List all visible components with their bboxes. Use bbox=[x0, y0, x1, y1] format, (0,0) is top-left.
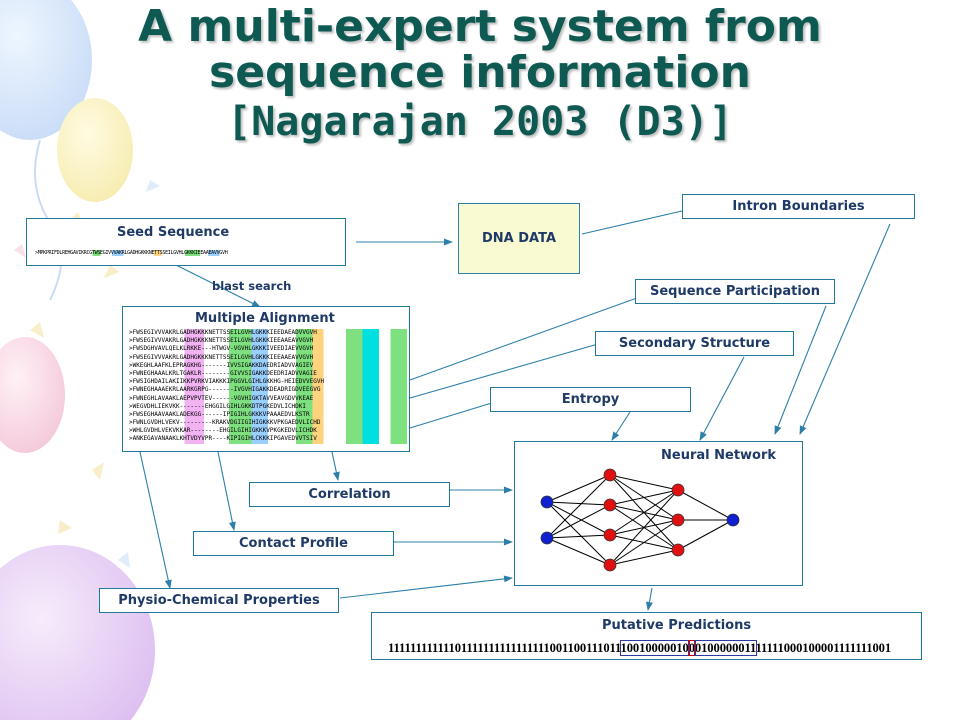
sequence-participation-box: Sequence Participation bbox=[635, 279, 835, 304]
alignment-row: >FWSEGIVVVAKRLGADHGKKKNETTSSEILGVHLGKKKI… bbox=[129, 337, 407, 346]
sequence-participation-label: Sequence Participation bbox=[650, 284, 820, 299]
alignment-row: >FWNEGHLAVAAKLAEPVPVTEV------VGVHIGKTAVV… bbox=[129, 394, 407, 403]
nn-connection bbox=[609, 549, 679, 566]
physio-chemical-label: Physio-Chemical Properties bbox=[118, 593, 320, 608]
nn-connection bbox=[546, 504, 611, 539]
intron-boundaries-box: Intron Boundaries bbox=[682, 194, 915, 219]
alignment-row: >FWNEGHAAALKRLTGAKLR--------GIVVSIGAKKDE… bbox=[129, 369, 407, 379]
secondary-structure-label: Secondary Structure bbox=[618, 336, 771, 351]
nn-connection bbox=[546, 537, 611, 566]
physio-chemical-box: Physio-Chemical Properties bbox=[99, 588, 339, 613]
seed-sequence-text: >MPKPRIFDLREHGAVIKRCGTWSEGIVVVAKRLGADHGK… bbox=[35, 250, 228, 256]
entropy-label: Entropy bbox=[561, 392, 620, 407]
bits-suffix: 11111000100001111111001 bbox=[755, 641, 892, 655]
nn-connection bbox=[677, 519, 734, 551]
correlation-box: Correlation bbox=[249, 482, 450, 507]
nn-connection bbox=[546, 501, 611, 506]
neural-network-label: Neural Network bbox=[661, 448, 777, 463]
multiple-alignment-box: Multiple Alignment >FWSEGIVVVAKRLGADHGKK… bbox=[122, 306, 410, 452]
confetti-icon bbox=[14, 180, 160, 568]
alignment-rows: >FWSEGIVVVAKRLGADHGKKKNETTSSEILGVHLGKKKI… bbox=[129, 329, 407, 444]
secondary-structure-box: Secondary Structure bbox=[595, 331, 794, 356]
nn-connection bbox=[546, 474, 611, 503]
nn-hidden-node bbox=[603, 498, 617, 512]
nn-connection bbox=[546, 534, 611, 539]
alignment-row: >FWSIGHDAILAKIIKKPVRKVIAKKKIPGGVLGIHLGKK… bbox=[129, 378, 407, 387]
alignment-row: >ANKEGAVANAAKLKHTVDYVPR----KIPIGIHLCKKKI… bbox=[129, 435, 407, 444]
bits-highlight-1: 10010000010 bbox=[619, 640, 690, 656]
alignment-row: >WEGVDHLIEKVKK-------EHGGILGIHLGKKDTPGKE… bbox=[129, 402, 407, 411]
nn-hidden-node bbox=[603, 528, 617, 542]
alignment-row: >FWSEGIVVVAKRLGADHGKKKNETTSSEILGVHLGKKKI… bbox=[129, 353, 407, 362]
balloon-icon bbox=[57, 98, 133, 202]
title-line-2: sequence information bbox=[209, 47, 751, 98]
nn-hidden-node bbox=[671, 513, 685, 527]
balloon-icon bbox=[0, 545, 155, 720]
alignment-row: >WKEGHLAAFKLEPRAGKHG-------IVVSIGAKKDAED… bbox=[129, 361, 407, 370]
nn-connection bbox=[609, 489, 679, 506]
bits-prefix: 1111111111110111111111111111100110011101… bbox=[388, 641, 621, 655]
alignment-row: >FWNEGHAAAEKRLAARKGRPG-------IVGVHIGAKKD… bbox=[129, 386, 407, 395]
nn-connection bbox=[677, 489, 734, 521]
putative-predictions-box: Putative Predictions 1111111111110111111… bbox=[371, 612, 922, 660]
alignment-row: >FWSEGHAAVAAKLADEKGG------IPIGIHLGKKKVPA… bbox=[129, 410, 407, 420]
nn-io-node bbox=[726, 513, 740, 527]
intron-boundaries-label: Intron Boundaries bbox=[732, 199, 865, 214]
putative-predictions-label: Putative Predictions bbox=[602, 618, 752, 633]
title-line-1: A multi-expert system from bbox=[138, 1, 822, 52]
title-line-3: [Nagarajan 2003 (D3)] bbox=[227, 99, 733, 145]
alignment-row: >WHLGVDHLVEKVKKAR--------EHGILGIHIGKKKVP… bbox=[129, 427, 407, 436]
dna-data-box: DNA DATA bbox=[458, 203, 580, 274]
nn-connection bbox=[609, 519, 679, 566]
putative-bits: 1111111111110111111111111111100110011101… bbox=[388, 640, 892, 656]
nn-hidden-node bbox=[671, 483, 685, 497]
nn-connection bbox=[546, 501, 611, 536]
alignment-row: >FWNLGVDHLVEKV---------KRAKVDGIIGIHIGKKK… bbox=[129, 419, 407, 428]
bits-red-marker: 0 bbox=[687, 640, 696, 656]
multiple-alignment-label: Multiple Alignment bbox=[195, 311, 335, 326]
seed-sequence-label: Seed Sequence bbox=[117, 225, 230, 240]
bits-highlight-2: 0100000011 bbox=[693, 640, 757, 656]
nn-hidden-node bbox=[671, 543, 685, 557]
nn-io-node bbox=[540, 531, 554, 545]
nn-hidden-node bbox=[603, 558, 617, 572]
dna-data-label: DNA DATA bbox=[481, 231, 557, 246]
alignment-row: >FWSDGHVAVLQELKLRKKE---HTWGV-VGVHLGKKKIV… bbox=[129, 345, 407, 354]
seed-sequence-box: Seed Sequence >MPKPRIFDLREHGAVIKRCGTWSEG… bbox=[26, 218, 346, 266]
contact-profile-label: Contact Profile bbox=[239, 536, 348, 551]
balloon-icon bbox=[0, 337, 65, 453]
neural-network-box: Neural Network bbox=[514, 441, 803, 586]
neural-network-diagram bbox=[540, 468, 740, 572]
nn-connection bbox=[546, 501, 611, 566]
blast-search-label: blast search bbox=[212, 279, 292, 293]
alignment-row: >FWSEGIVVVAKRLGADHGKKKNETTSSEILGVHLGKKKI… bbox=[129, 329, 407, 338]
nn-connection bbox=[609, 474, 679, 491]
correlation-label: Correlation bbox=[308, 487, 391, 502]
nn-connection bbox=[609, 489, 679, 536]
contact-profile-box: Contact Profile bbox=[193, 531, 394, 556]
nn-hidden-node bbox=[603, 468, 617, 482]
entropy-box: Entropy bbox=[490, 387, 691, 412]
nn-connection bbox=[546, 474, 611, 539]
nn-connection bbox=[609, 489, 679, 566]
nn-io-node bbox=[540, 495, 554, 509]
